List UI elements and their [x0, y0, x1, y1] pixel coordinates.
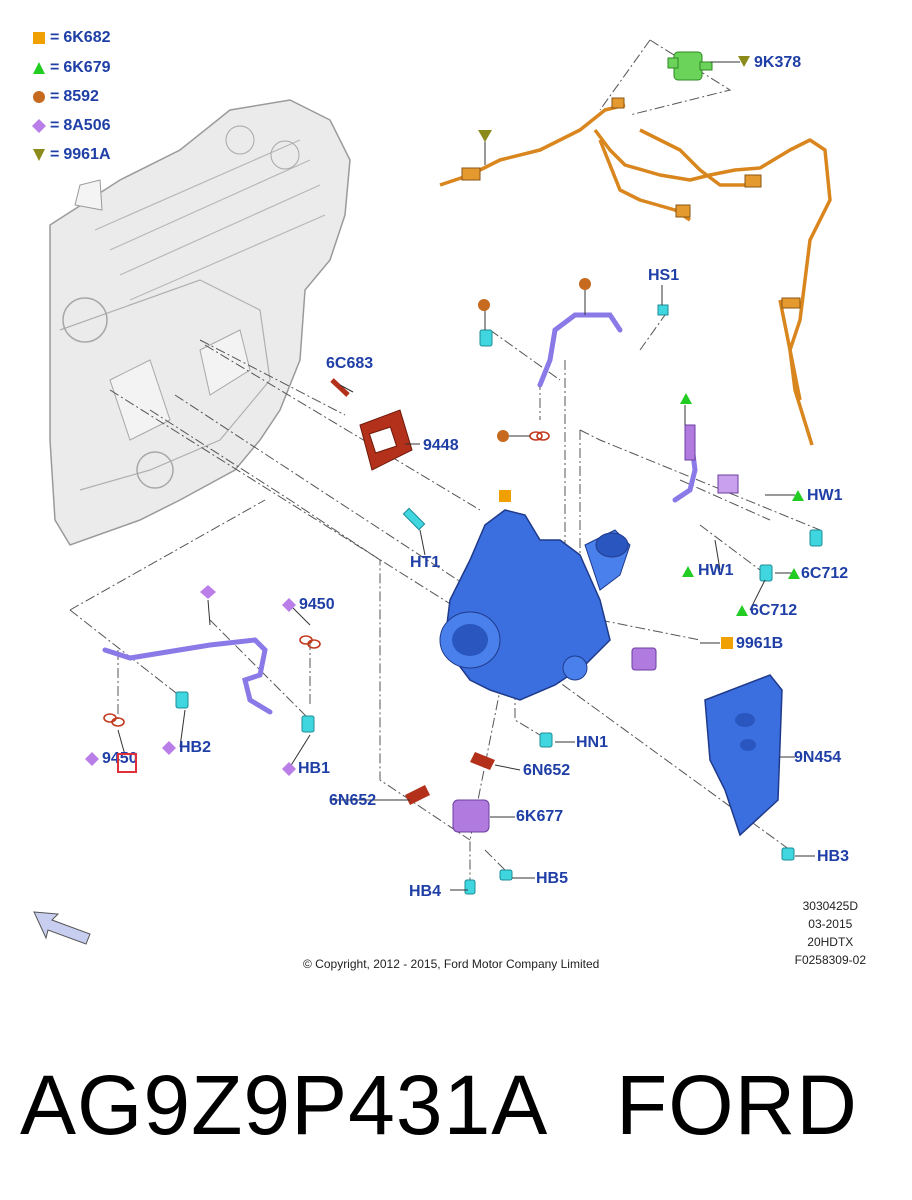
legend-code: 6K679 [63, 59, 111, 76]
part-label-hb5[interactable]: HB5 [536, 870, 569, 887]
green-triangle-icon [33, 62, 45, 74]
part-label-hw1-upper[interactable]: HW1 [807, 487, 843, 504]
part-label-hb3[interactable]: HB3 [817, 848, 850, 865]
purple-diamond-icon [32, 119, 46, 133]
red-gaskets [330, 378, 495, 805]
copyright-text: © Copyright, 2012 - 2015, Ford Motor Com… [303, 957, 600, 971]
part-label-9n454[interactable]: 9N454 [794, 749, 842, 766]
brand-caption: FORD [616, 1057, 858, 1152]
part-label-6c683[interactable]: 6C683 [326, 355, 374, 372]
legend-equals: = [50, 88, 60, 105]
part-label-9961b[interactable]: 9961B [736, 635, 784, 652]
purple-blocks [452, 424, 739, 833]
part-label-6n652-left[interactable]: 6N652 [329, 792, 377, 809]
part-label-hb1[interactable]: HB1 [298, 760, 331, 777]
legend-code: 6K682 [63, 29, 111, 46]
turbocharger [439, 509, 631, 701]
view-direction-arrow-icon [33, 911, 91, 945]
legend-code: 8A506 [63, 117, 111, 134]
brown-circle-icon [33, 91, 45, 103]
valve-9k378 [667, 51, 713, 81]
drawing-meta: 3030425D 03-2015 20HDTX F0258309-02 [795, 897, 866, 969]
legend-equals: = [50, 29, 60, 46]
engine-block-illustration [49, 99, 351, 546]
meta-code-3: 20HDTX [807, 935, 854, 949]
part-label-hb2[interactable]: HB2 [179, 739, 212, 756]
heat-shield-9n454 [704, 674, 783, 837]
part-label-6c712-lower[interactable]: 6C712 [750, 602, 798, 619]
part-label-6n652-right[interactable]: 6N652 [523, 762, 571, 779]
parts-diagram [33, 39, 832, 945]
cyan-fasteners [175, 304, 823, 895]
part-label-hs1[interactable]: HS1 [648, 267, 680, 284]
orange-connectors [461, 97, 801, 309]
highlight-box [117, 753, 137, 773]
legend-code: 9961A [63, 146, 111, 163]
legend-item-square: = 6K682 [32, 28, 111, 48]
part-label-6k677[interactable]: 6K677 [516, 808, 564, 825]
part-label-9448[interactable]: 9448 [423, 437, 459, 454]
part-label-9k378[interactable]: 9K378 [754, 54, 802, 71]
orange-harness [439, 103, 832, 446]
legend-item-triangle-down: = 9961A [32, 145, 111, 165]
olive-triangle-down-icon [33, 149, 45, 161]
part-label-hb4[interactable]: HB4 [409, 883, 442, 900]
orange-square-icon [33, 32, 45, 44]
red-rings [103, 431, 550, 727]
part-label-hw1-lower[interactable]: HW1 [698, 562, 734, 579]
legend-item-circle: = 8592 [32, 87, 99, 107]
part-label-ht1[interactable]: HT1 [410, 554, 441, 571]
part-label-9450-upper[interactable]: 9450 [299, 596, 335, 613]
part-label-hn1[interactable]: HN1 [576, 734, 609, 751]
label-leaders [117, 61, 815, 891]
part-number-caption: AG9Z9P431A [20, 1057, 549, 1152]
part-label-6c712-right[interactable]: 6C712 [801, 565, 849, 582]
legend-equals: = [50, 146, 60, 163]
meta-code-4: F0258309-02 [794, 953, 866, 967]
legend-item-triangle-up: = 6K679 [32, 58, 111, 78]
legend-equals: = [50, 117, 60, 134]
legend-item-diamond: = 8A506 [32, 116, 111, 136]
legend-code: 8592 [63, 88, 99, 105]
meta-code-2: 03-2015 [808, 917, 853, 931]
meta-code-1: 3030425D [802, 899, 858, 913]
callout-symbols [85, 56, 804, 776]
legend-equals: = [50, 59, 60, 76]
